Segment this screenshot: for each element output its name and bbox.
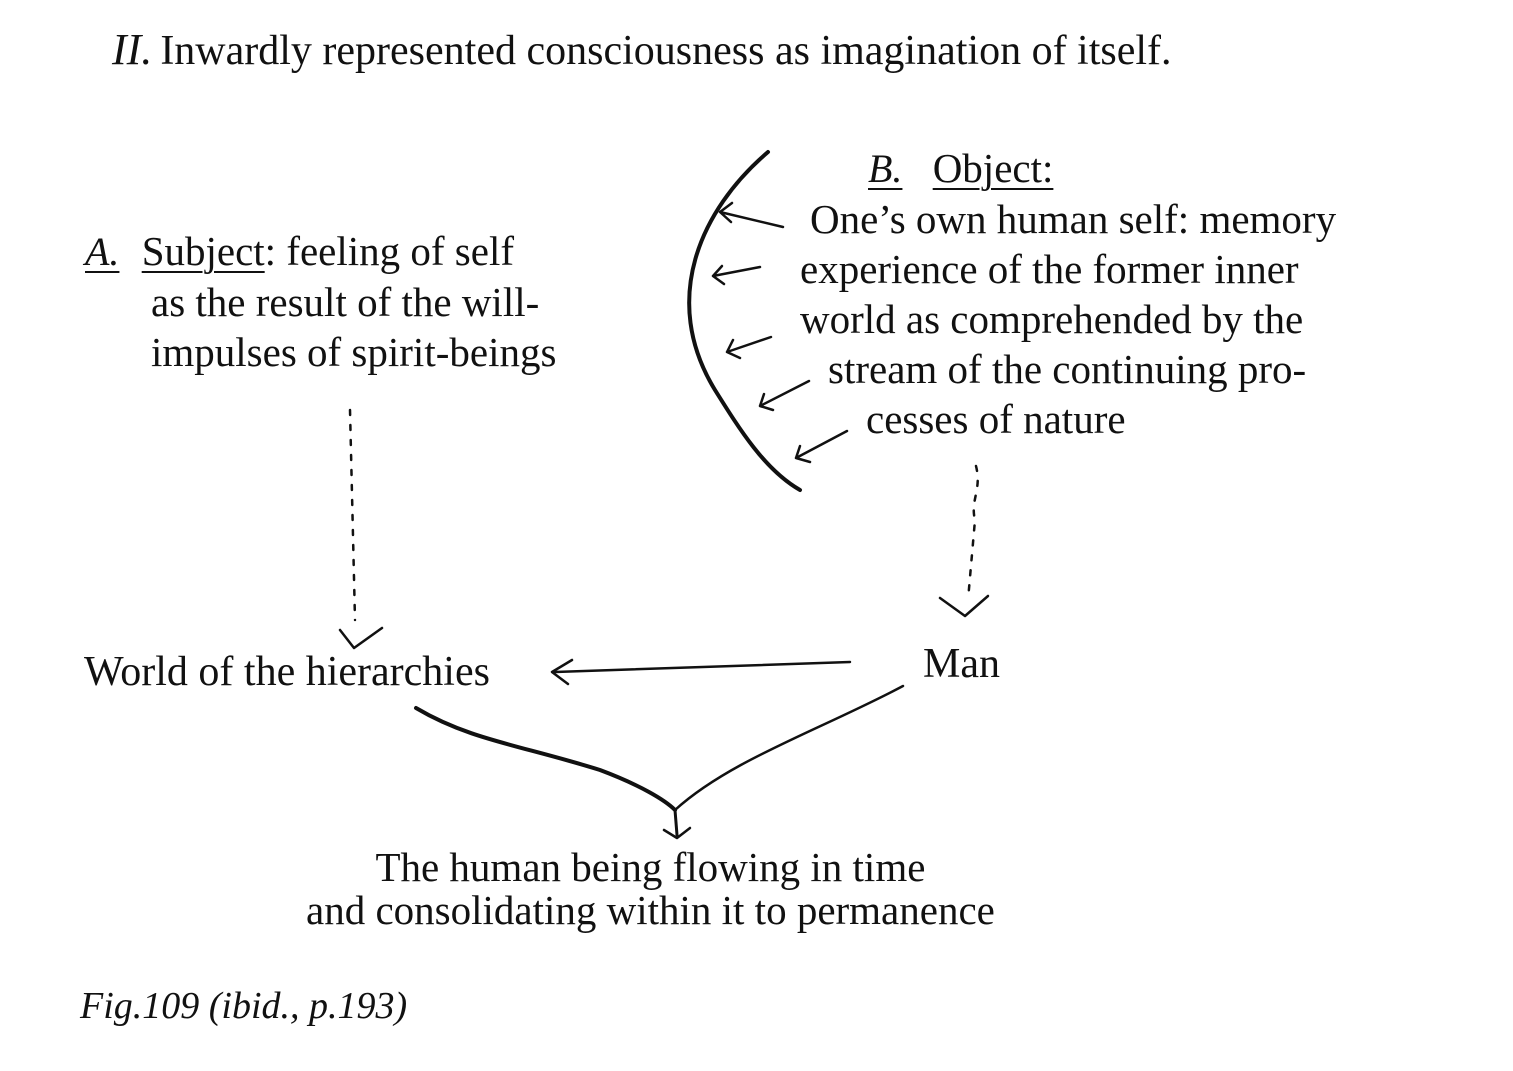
object-block: B. Object: One’s own human self: memory … (800, 143, 1336, 444)
subject-to-world-dotted-line (348, 408, 357, 622)
result-block: The human being flowing in time and cons… (306, 846, 995, 932)
object-line-3: stream of the continuing pro- (828, 346, 1307, 392)
bracket-arrow-2 (711, 264, 762, 286)
subject-line-0: : feeling of self (264, 228, 514, 274)
bracket-arrow-3 (725, 335, 773, 360)
bracket-arrow-1 (718, 201, 785, 229)
subject-marker: A. (85, 229, 120, 274)
subject-block: A. Subject: feeling of self as the resul… (85, 226, 556, 377)
subject-first-line: A. Subject: feeling of self (85, 226, 556, 277)
object-term: Object: (932, 145, 1054, 191)
man-to-world-arrowhead (550, 658, 574, 686)
result-line-1: The human being flowing in time (375, 844, 926, 890)
man-to-result-line (673, 684, 905, 812)
bracket-arrow-4 (758, 379, 811, 412)
object-line-2: world as comprehended by the (800, 296, 1304, 342)
heading-numeral: II. (112, 25, 153, 74)
world-to-result-line (414, 706, 677, 812)
object-bracket-curve (687, 150, 802, 492)
man-label: Man (923, 641, 1000, 687)
world-of-hierarchies-label: World of the hierarchies (84, 649, 490, 695)
result-down-arrowhead (662, 826, 692, 840)
result-line-2: and consolidating within it to permanenc… (306, 887, 995, 933)
subject-term: Subject (141, 228, 265, 274)
object-marker: B. (868, 146, 903, 191)
object-to-man-dotted-line (966, 464, 979, 602)
subject-line-2: impulses of spirit-beings (151, 329, 557, 375)
bracket-arrow-5 (794, 429, 849, 464)
object-line-4: cesses of nature (866, 396, 1126, 442)
heading-text: Inwardly represented consciousness as im… (160, 28, 1172, 74)
object-title-line: B. Object: (800, 143, 1336, 194)
figure-caption: Fig.109 (ibid., p.193) (80, 985, 408, 1027)
diagram-heading: II.Inwardly represented consciousness as… (112, 24, 1172, 75)
subject-to-world-arrowhead (338, 626, 384, 650)
object-line-0: One’s own human self: memory (810, 196, 1337, 242)
man-to-world-arrow-line (553, 660, 852, 674)
subject-line-1: as the result of the will- (151, 279, 540, 325)
object-to-man-arrowhead (938, 594, 990, 618)
object-line-1: experience of the former inner (800, 246, 1299, 292)
result-down-arrow-line (673, 808, 679, 837)
